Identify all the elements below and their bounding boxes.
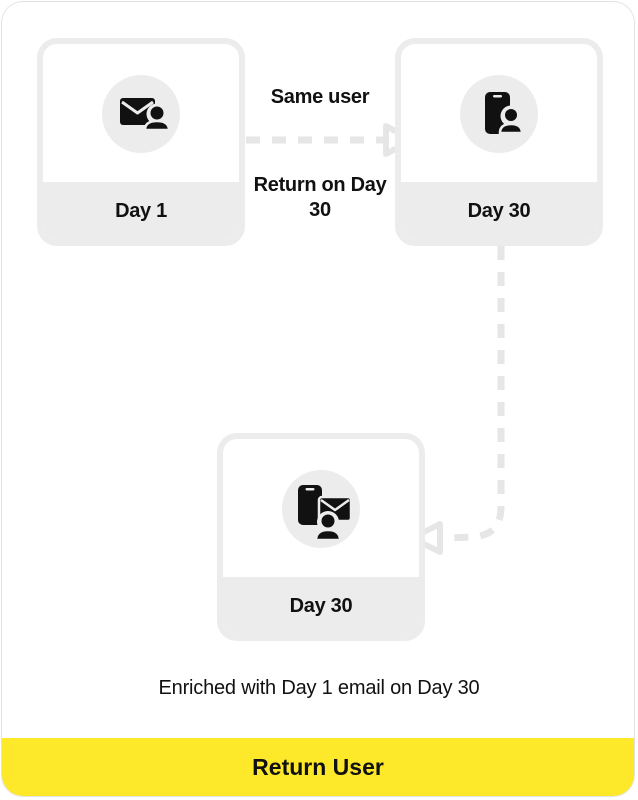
arrowhead-left-icon [409, 521, 443, 555]
phone-user-icon [485, 92, 524, 135]
edge-label-below: Return on Day 30 [253, 174, 387, 221]
node-label: Day 30 [223, 577, 419, 635]
phone-envelope-user-icon [298, 485, 353, 542]
icon-circle [282, 470, 360, 548]
node-day30-bottom: Day 30 [217, 433, 425, 641]
node-label: Day 1 [43, 182, 239, 240]
node-day30-top: Day 30 [395, 38, 603, 246]
node-label: Day 30 [401, 182, 597, 240]
icon-circle [460, 75, 538, 153]
connector-day30-to-day30 [445, 246, 505, 542]
edge-label-above: Same user [270, 86, 370, 108]
icon-circle [102, 75, 180, 153]
caption: Enriched with Day 1 email on Day 30 [158, 677, 480, 699]
envelope-user-icon [120, 98, 171, 132]
footer-bar: Return User [2, 738, 634, 796]
node-day1: Day 1 [37, 38, 245, 246]
